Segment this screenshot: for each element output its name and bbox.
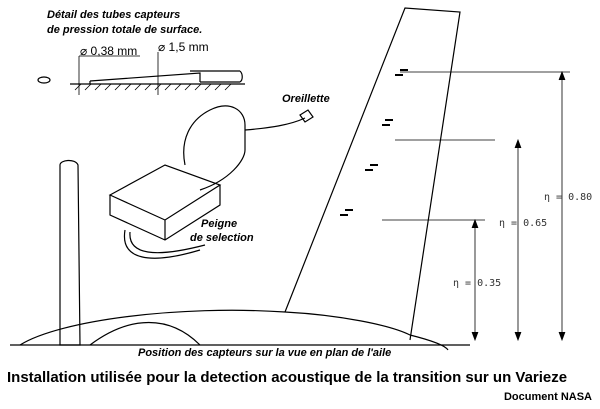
wing-planform [10, 7, 470, 351]
oreillette-label: Oreillette [282, 93, 330, 105]
detail-title-line1: Détail des tubes capteurs [47, 9, 181, 21]
peigne-label-line1: Peigne [201, 218, 238, 230]
comb-probe-drawing [59, 105, 314, 346]
peigne-label-line2: de selection [190, 232, 254, 244]
station-label-035: η = 0.35 [453, 278, 502, 289]
dimension-large-label: ⌀ 1,5 mm [158, 40, 209, 54]
station-label-080: η = 0.80 [544, 192, 593, 203]
station-label-065: η = 0.65 [499, 218, 548, 229]
figure-source: Document NASA [503, 391, 592, 403]
figure-title: Installation utilisée pour la detection … [7, 369, 568, 386]
figure-caption: Position des capteurs sur la vue en plan… [138, 347, 392, 359]
station-dimension-lines [382, 70, 570, 342]
dimension-small-label: ⌀ 0,38 mm [80, 44, 138, 58]
tube-detail-drawing [37, 52, 245, 95]
detail-title-line2: de pression totale de surface. [47, 24, 203, 36]
